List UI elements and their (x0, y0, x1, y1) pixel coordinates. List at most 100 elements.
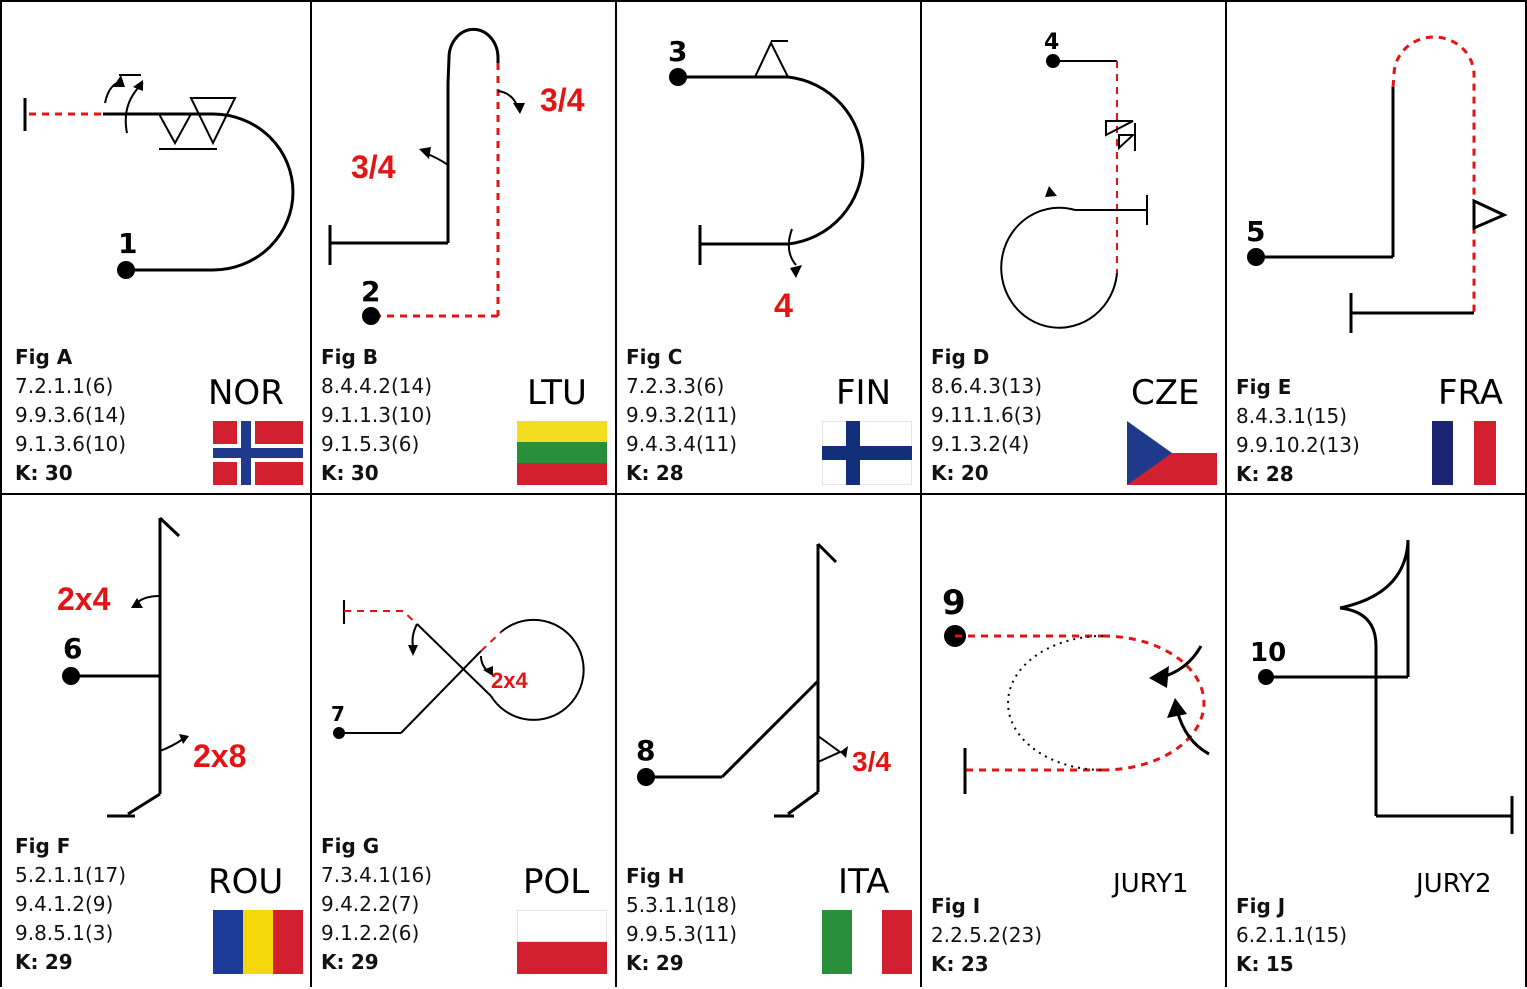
k-value: 30 (44, 461, 73, 485)
figure-f-info: Fig F 5.2.1.1(17) 9.4.1.2(9) 9.8.5.1(3) … (15, 832, 126, 977)
figure-code: 7.3.4.1(16) (321, 863, 433, 887)
start-number: 2 (361, 275, 380, 308)
figure-code: 9.1.3.2(4) (931, 432, 1030, 456)
figure-code: 9.11.1.6(3) (931, 403, 1043, 427)
jury-label: JURY1 (1113, 869, 1189, 899)
figure-code: 9.1.3.6(10) (15, 432, 127, 456)
figure-code: 8.6.4.3(13) (931, 374, 1043, 398)
figure-code: 9.9.5.3(11) (626, 922, 738, 946)
roll-label: 3/4 (351, 149, 396, 185)
poland-flag-icon (517, 910, 607, 974)
country-code: ROU (208, 862, 284, 902)
figure-name: Fig E (1236, 375, 1292, 399)
k-value: 28 (655, 461, 684, 485)
k-label: K: (931, 952, 955, 976)
norway-flag-icon (213, 421, 303, 485)
k-value: 28 (1265, 462, 1294, 486)
figure-card-d: 4 Fig D 8.6.4.3(13) 9.11.1.6(3) 9.1.3.2(… (923, 3, 1228, 496)
figure-a-diagram: 1 (23, 74, 295, 279)
roll-label: 2x8 (193, 738, 246, 774)
k-value: 15 (1265, 952, 1294, 976)
figure-h-diagram: 8 3/4 (636, 542, 891, 818)
start-number: 5 (1246, 215, 1265, 248)
figure-code: 7.2.3.3(6) (626, 374, 725, 398)
roll-label: 3/4 (852, 746, 891, 777)
start-number: 9 (942, 583, 966, 623)
figure-name: Fig C (626, 345, 683, 369)
figure-j-info: Fig J 6.2.1.1(15) K: 15 (1236, 892, 1347, 979)
figure-code: 9.1.5.3(6) (321, 432, 420, 456)
figure-code: 5.2.1.1(17) (15, 863, 127, 887)
italy-flag-icon (822, 910, 912, 974)
figure-name: Fig D (931, 345, 990, 369)
figure-i-info: Fig I 2.2.5.2(23) K: 23 (931, 892, 1042, 979)
figure-g-diagram: 7 2x4 (331, 600, 585, 739)
roll-label: 3/4 (540, 82, 585, 118)
figure-code: 9.1.1.3(10) (321, 403, 433, 427)
figure-j-diagram: 10 (1250, 539, 1514, 834)
figure-card-f: 6 2x4 2x8 Fig F 5.2.1.1(17) 9.4.1.2(9) 9… (3, 496, 308, 989)
figure-d-info: Fig D 8.6.4.3(13) 9.11.1.6(3) 9.1.3.2(4)… (931, 343, 1042, 488)
figure-code: 6.2.1.1(15) (1236, 923, 1348, 947)
roll-label: 2x4 (491, 668, 528, 693)
start-number: 1 (118, 227, 137, 260)
start-number: 3 (668, 35, 687, 68)
k-label: K: (321, 950, 345, 974)
figure-d-diagram: 4 (1000, 30, 1148, 329)
lithuania-flag-icon (517, 421, 607, 485)
start-number: 6 (63, 632, 82, 665)
figure-b-info: Fig B 8.4.4.2(14) 9.1.1.3(10) 9.1.5.3(6)… (321, 343, 432, 488)
figure-code: 9.4.2.2(7) (321, 892, 420, 916)
start-number: 4 (1044, 30, 1059, 55)
figure-i-diagram: 9 (942, 583, 1210, 794)
figure-b-diagram: 2 3/4 3/4 (328, 27, 585, 325)
figure-name: Fig I (931, 894, 981, 918)
figure-card-i: 9 Fig I 2.2.5.2(23) K: 23 JURY1 (923, 496, 1228, 989)
start-number: 10 (1250, 638, 1286, 668)
figure-card-c: 3 4 Fig C 7.2.3.3(6) 9.9.3.2(11) 9.4.3.4… (618, 3, 923, 496)
figure-c-diagram: 3 4 (668, 35, 865, 325)
start-number: 8 (636, 734, 655, 767)
roll-label: 4 (774, 287, 793, 325)
k-label: K: (626, 951, 650, 975)
k-label: K: (1236, 952, 1260, 976)
figure-name: Fig G (321, 834, 380, 858)
figure-name: Fig J (1236, 894, 1286, 918)
figure-card-h: 8 3/4 Fig H 5.3.1.1(18) 9.9.5.3(11) K: 2… (618, 496, 923, 989)
start-number: 7 (331, 702, 345, 726)
k-label: K: (1236, 462, 1260, 486)
figure-code: 9.9.3.2(11) (626, 403, 738, 427)
k-value: 29 (655, 951, 684, 975)
figure-code: 9.9.3.6(14) (15, 403, 127, 427)
figure-card-b: 2 3/4 3/4 Fig B 8.4.4.2(14) 9.1.1.3(10) … (313, 3, 618, 496)
country-code: NOR (208, 373, 284, 413)
figure-a-info: Fig A 7.2.1.1(6) 9.9.3.6(14) 9.1.3.6(10)… (15, 343, 126, 488)
france-flag-icon (1432, 421, 1496, 485)
k-label: K: (626, 461, 650, 485)
figure-card-e: 5 Fig E 8.4.3.1(15) 9.9.10.2(13) K: 28 F… (1228, 3, 1527, 496)
finland-flag-icon (822, 421, 912, 485)
k-label: K: (931, 461, 955, 485)
country-code: POL (523, 862, 590, 902)
figure-card-g: 7 2x4 Fig G 7.3.4.1(16) 9.4.2.2(7) 9.1.2… (313, 496, 618, 989)
k-value: 29 (44, 950, 73, 974)
k-value: 30 (350, 461, 379, 485)
jury-label: JURY2 (1416, 869, 1492, 899)
country-code: FRA (1438, 373, 1504, 413)
country-code: ITA (838, 862, 890, 902)
figure-name: Fig F (15, 834, 71, 858)
figure-code: 7.2.1.1(6) (15, 374, 114, 398)
roll-label: 2x4 (57, 581, 111, 617)
figure-e-diagram: 5 (1246, 35, 1508, 333)
figure-f-diagram: 6 2x4 2x8 (57, 516, 246, 818)
country-code: LTU (527, 373, 587, 413)
romania-flag-icon (213, 910, 303, 974)
figure-code: 8.4.4.2(14) (321, 374, 433, 398)
k-label: K: (15, 461, 39, 485)
figure-code: 9.4.1.2(9) (15, 892, 114, 916)
figure-code: 8.4.3.1(15) (1236, 404, 1348, 428)
figure-code: 2.2.5.2(23) (931, 923, 1043, 947)
figure-c-info: Fig C 7.2.3.3(6) 9.9.3.2(11) 9.4.3.4(11)… (626, 343, 737, 488)
